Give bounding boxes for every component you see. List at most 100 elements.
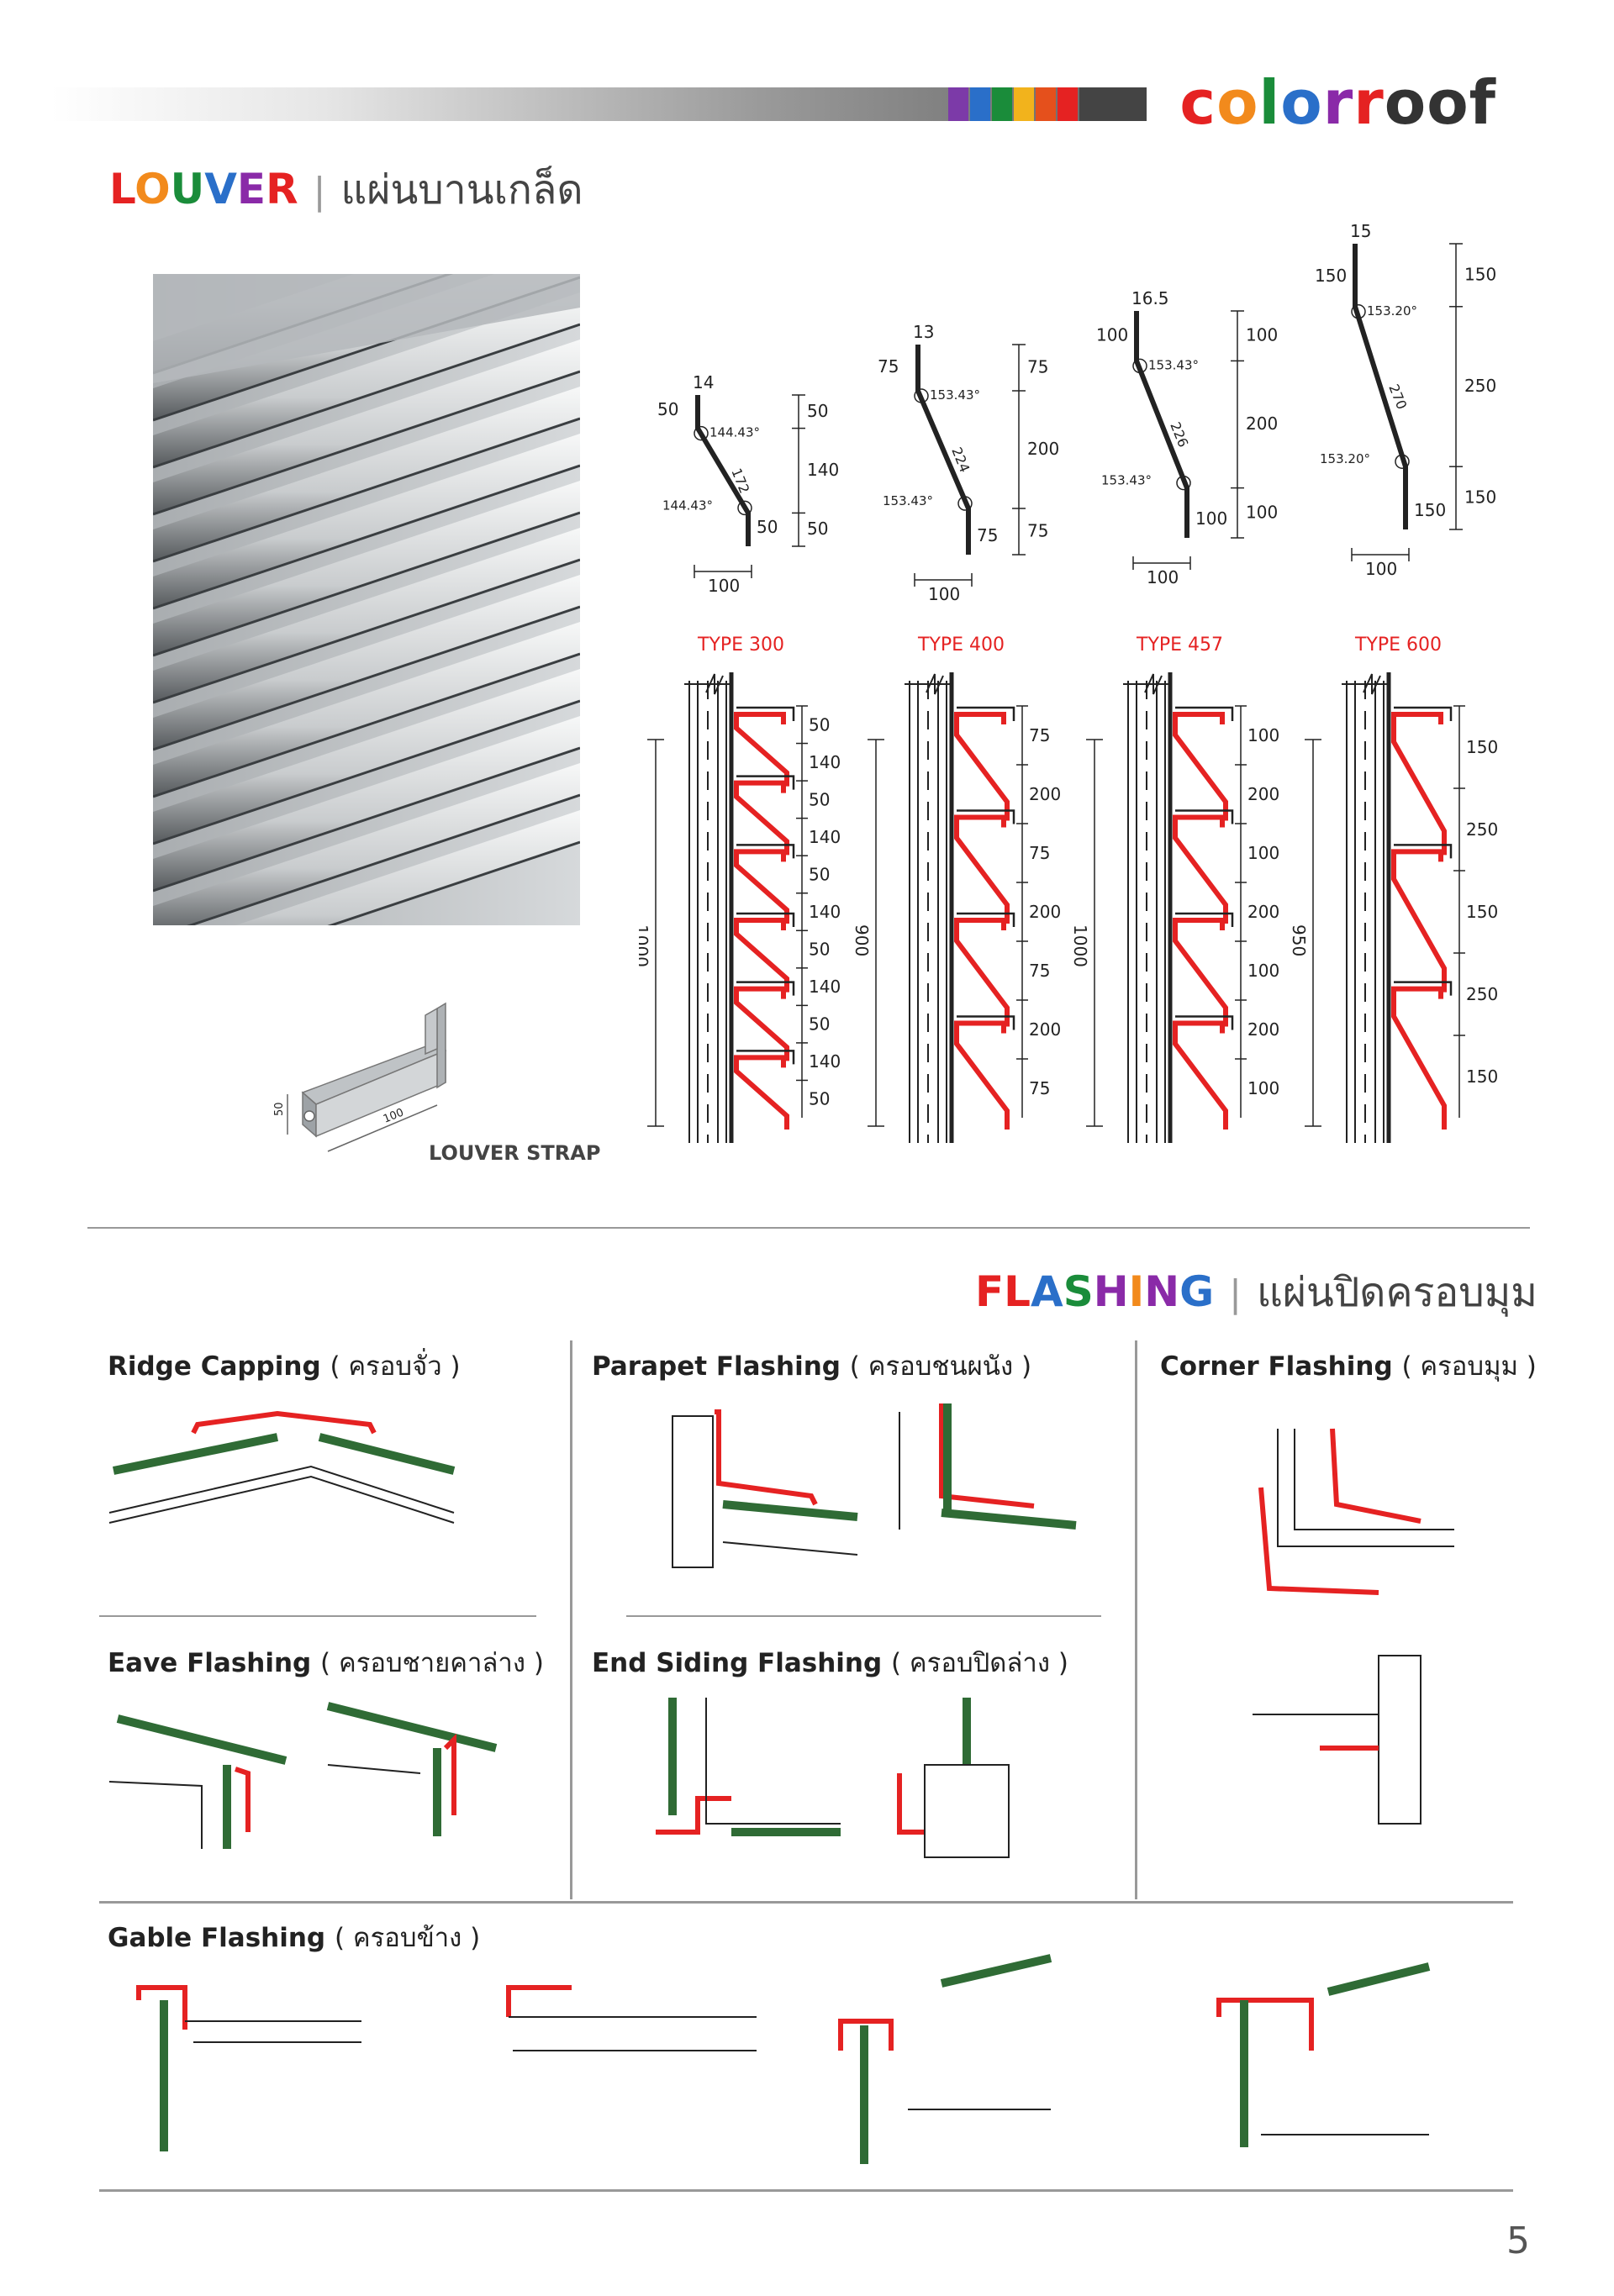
flashing-title-th: แผ่นปิดครอบมุม bbox=[1256, 1269, 1538, 1316]
profile-dim: 140 bbox=[807, 460, 839, 480]
total-dim: 900 bbox=[852, 924, 872, 956]
install-dim: 100 bbox=[1247, 961, 1279, 981]
total-dim: 950 bbox=[1289, 924, 1309, 956]
profile-angle2: 153.43° bbox=[883, 493, 933, 508]
louver-blade bbox=[734, 918, 789, 993]
profile-angle2: 144.43° bbox=[662, 498, 713, 513]
photo-slat-shadow bbox=[153, 605, 580, 751]
louver-strap bbox=[736, 981, 795, 996]
break-mark bbox=[1123, 673, 1170, 695]
install-dim: 200 bbox=[1247, 902, 1279, 922]
louver-blade bbox=[1391, 712, 1447, 856]
install-dim: 140 bbox=[809, 827, 841, 847]
end-siding-flashing bbox=[656, 1796, 731, 1835]
photo-slat bbox=[153, 387, 580, 561]
roof-sheet bbox=[941, 1509, 1077, 1530]
louver-strap bbox=[736, 912, 795, 927]
eave-rafter-2 bbox=[327, 1764, 421, 1774]
title-letter: R bbox=[266, 165, 298, 213]
profile-angle1: 153.20° bbox=[1367, 303, 1417, 319]
photo-slat bbox=[153, 669, 580, 844]
profile-left-dim: 75 bbox=[878, 356, 899, 377]
profile-width: 100 bbox=[708, 576, 740, 596]
louver-title-th: แผ่นบานเกล็ด bbox=[340, 166, 583, 213]
title-letter: G bbox=[1179, 1267, 1215, 1316]
louver-strap bbox=[1175, 912, 1234, 927]
header-swatch bbox=[992, 87, 1012, 121]
roof-sheet bbox=[722, 1500, 858, 1521]
gable-flashing-3 bbox=[838, 2019, 894, 2051]
photo-slat-shadow bbox=[153, 699, 580, 845]
title-letter: V bbox=[204, 165, 237, 213]
install-dim: 140 bbox=[809, 977, 841, 997]
profile-top-dim: 14 bbox=[693, 372, 714, 392]
end-siding-flashing-title: End Siding Flashing ( ครอบปิดล่าง ) bbox=[592, 1641, 1068, 1683]
eave-flashing bbox=[235, 1767, 251, 1832]
ridge-capping-title: Ridge Capping ( ครอบจั่ว ) bbox=[108, 1345, 461, 1387]
flashing-section-title: FLASHING|แผ่นปิดครอบมุม bbox=[975, 1261, 1538, 1324]
corner-flashing bbox=[1330, 1428, 1421, 1524]
photo-slat-shadow bbox=[153, 323, 580, 469]
louver-blade bbox=[1173, 814, 1228, 924]
photo-wall-top bbox=[153, 274, 580, 383]
louver-blade bbox=[1173, 712, 1228, 821]
profile-width: 100 bbox=[1365, 559, 1397, 579]
install-dim: 200 bbox=[1247, 1019, 1279, 1040]
install-dim: 250 bbox=[1466, 819, 1498, 840]
louver-blade bbox=[734, 780, 789, 856]
header-swatch bbox=[948, 87, 968, 121]
title-letter: O bbox=[134, 165, 171, 213]
photo-slat-shadow bbox=[187, 793, 580, 925]
roof-sheet bbox=[112, 1433, 279, 1475]
install-dim: 75 bbox=[1029, 725, 1050, 745]
louver-strap bbox=[957, 1015, 1015, 1030]
louver-strap bbox=[1175, 706, 1234, 721]
louver-blade bbox=[954, 918, 1010, 1027]
profile-shape bbox=[695, 395, 751, 546]
photo-slat bbox=[153, 622, 580, 797]
total-dim: 1000 bbox=[639, 924, 651, 967]
break-mark bbox=[1342, 673, 1389, 695]
end-siding-flashing-en: End Siding Flashing bbox=[592, 1648, 883, 1678]
grid-vline-2 bbox=[1135, 1340, 1137, 1899]
install-dim: 200 bbox=[1029, 902, 1061, 922]
louver-blade bbox=[1391, 986, 1447, 1130]
louver-title-en: LOUVER bbox=[109, 165, 298, 213]
grid-hline-bottom bbox=[99, 2189, 1513, 2192]
break-mark bbox=[905, 673, 952, 695]
gable-flashing bbox=[136, 1985, 187, 2030]
title-letter: E bbox=[236, 165, 266, 213]
gable-flashing-en: Gable Flashing bbox=[108, 1923, 326, 1953]
corner-flashing-th: ( ครอบมุม ) bbox=[1401, 1351, 1537, 1382]
louver-blade bbox=[954, 814, 1010, 924]
louver-strap bbox=[1175, 1015, 1234, 1030]
logo-letter: f bbox=[1469, 67, 1496, 138]
parapet-flashing-en: Parapet Flashing bbox=[592, 1351, 841, 1382]
photo-slat-shadow bbox=[153, 511, 580, 657]
louver-title-separator: | bbox=[313, 170, 326, 213]
parapet-flashing-title: Parapet Flashing ( ครอบชนผนัง ) bbox=[592, 1345, 1031, 1387]
corner-concrete bbox=[1378, 1655, 1421, 1825]
strap-dim-height: 50 bbox=[273, 1102, 286, 1116]
profile-2: 16.5100153.43°226153.43°100100100200100T… bbox=[1096, 288, 1278, 656]
install-dim: 50 bbox=[809, 940, 830, 960]
title-letter: L bbox=[109, 165, 135, 213]
profile-angle2: 153.20° bbox=[1320, 451, 1370, 466]
louver-blade bbox=[734, 849, 789, 924]
ridge-cap bbox=[191, 1410, 377, 1435]
gable-flashing-th: ( ครอบข้าง ) bbox=[334, 1923, 481, 1953]
profile-shape bbox=[1353, 244, 1408, 529]
louver-strap bbox=[1394, 981, 1453, 996]
roof-sheet bbox=[940, 1954, 1052, 1988]
install-dim: 200 bbox=[1029, 784, 1061, 804]
louver-photo bbox=[153, 274, 580, 925]
title-letter: S bbox=[1063, 1267, 1094, 1316]
profile-dim: 50 bbox=[807, 519, 828, 539]
install-dim: 140 bbox=[809, 902, 841, 922]
install-dim: 100 bbox=[1247, 843, 1279, 863]
roof-sheet bbox=[1327, 1962, 1431, 1996]
